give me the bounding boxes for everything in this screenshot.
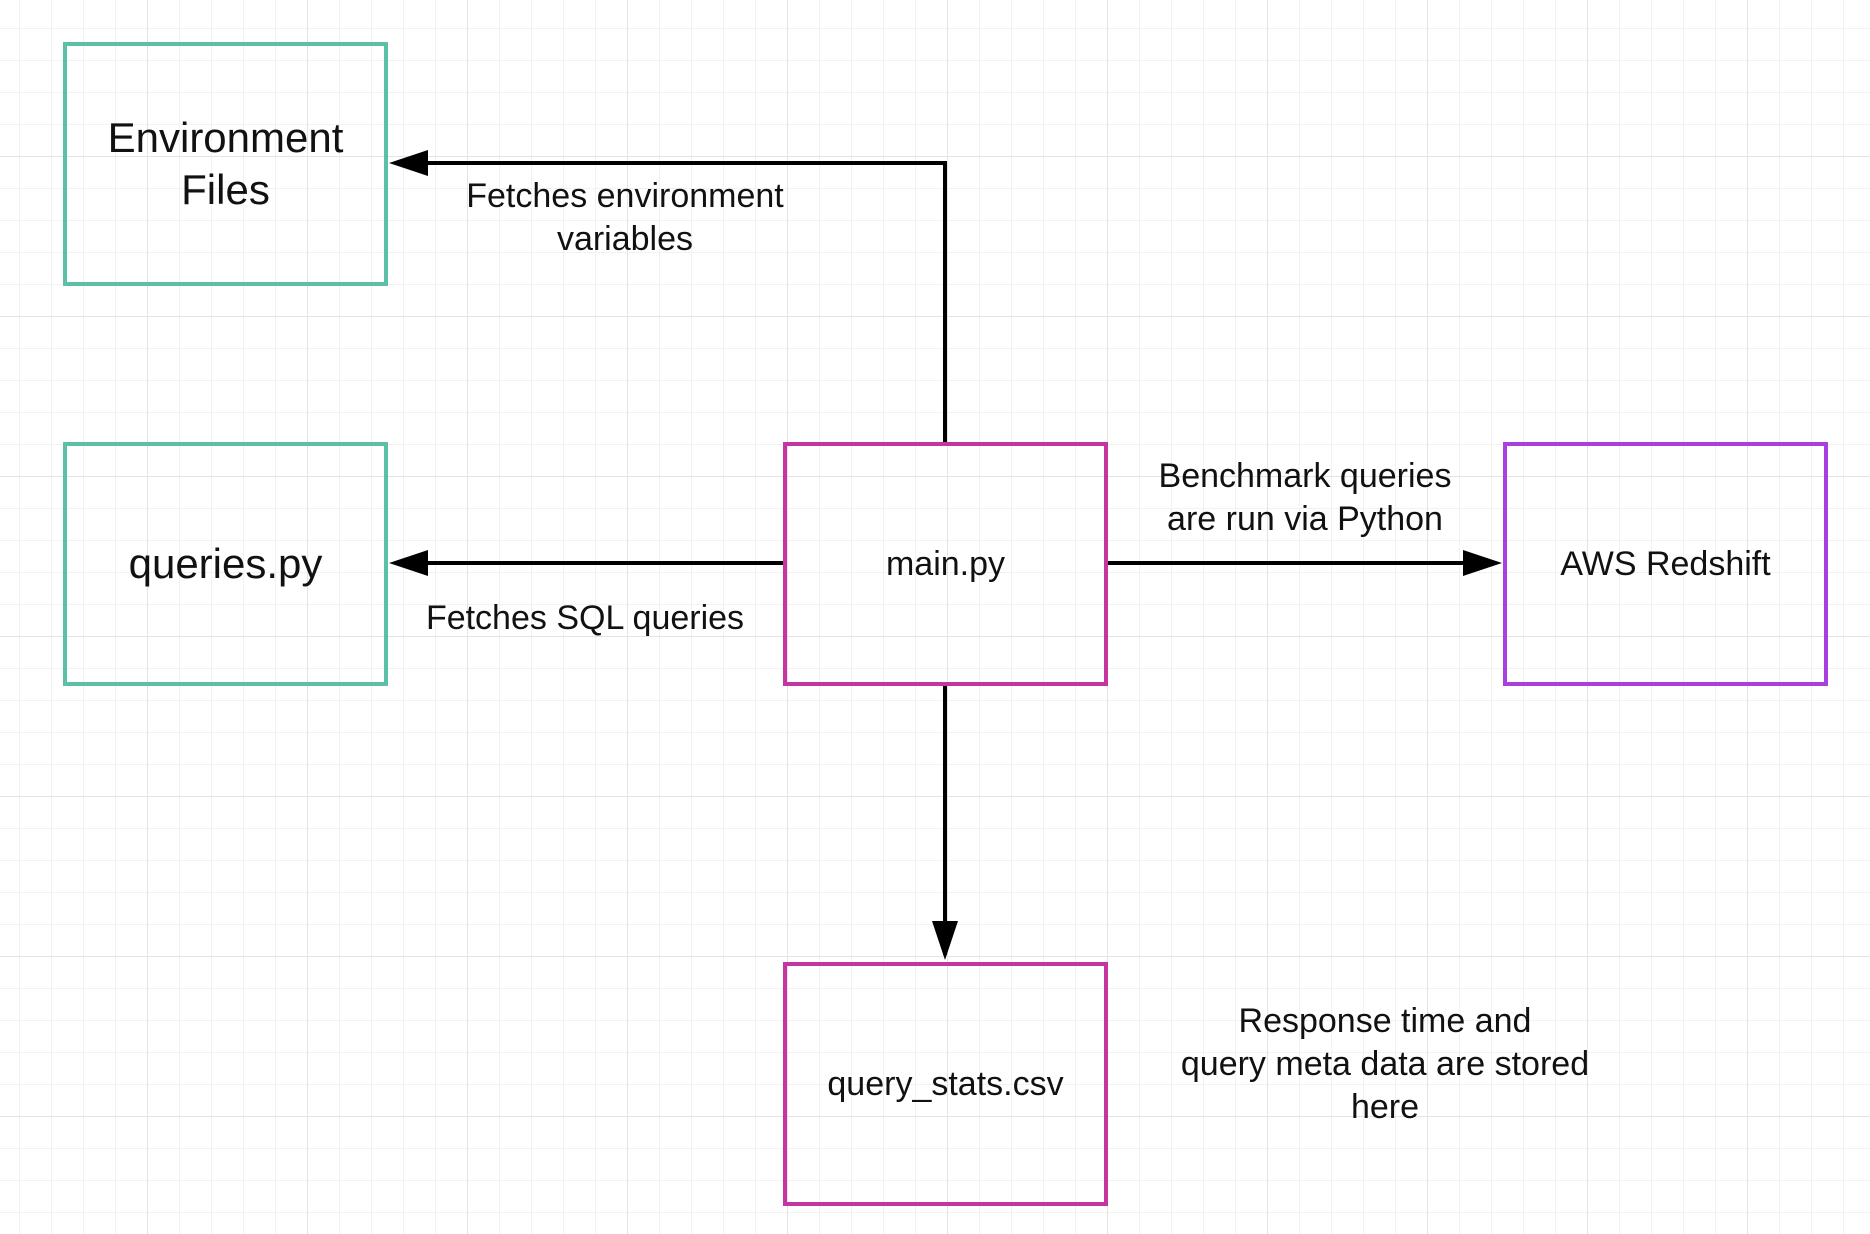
arrowhead-env [389,150,428,176]
environment-files-node-label: Environment Files [108,112,344,217]
query-stats-csv-node[interactable]: query_stats.csv [783,962,1108,1206]
aws-redshift-node[interactable]: AWS Redshift [1503,442,1828,686]
note-stats-line-3: here [1350,1088,1420,1126]
environment-files-line-2: Files [181,166,270,213]
edge-label-sql-text: Fetches SQL queries [425,599,745,637]
queries-py-label: queries.py [128,539,323,587]
edge-label-fetches-environment: Fetches environment variables [455,175,795,261]
arrowhead-stats [932,921,958,960]
queries-py-node[interactable]: queries.py [63,442,388,686]
arrowhead-redshift [1463,550,1502,576]
aws-redshift-label: AWS Redshift [1560,544,1771,583]
environment-files-line-1: Environment [107,113,344,161]
note-stats-line-2: query meta data are stored [1180,1045,1590,1083]
note-stats-line-1: Response time and [1238,1002,1532,1040]
environment-files-node[interactable]: Environment Files [63,42,388,286]
arrowhead-queries [389,550,428,576]
query-stats-csv-label: query_stats.csv [827,1064,1064,1103]
main-py-node[interactable]: main.py [783,442,1108,686]
edge-label-bench-line-1: Benchmark queries [1158,457,1452,495]
main-py-label: main.py [885,544,1006,583]
note-response-time-stored: Response time and query meta data are st… [1160,1000,1610,1129]
edge-main-to-env[interactable] [395,161,947,442]
edge-label-env-line-2: variables [556,220,694,258]
edge-label-bench-line-2: are run via Python [1167,500,1443,538]
edge-label-benchmark-queries: Benchmark queries are run via Python [1135,455,1475,541]
edge-label-env-line-1: Fetches environment [466,177,784,215]
edge-label-fetches-sql: Fetches SQL queries [405,597,765,640]
